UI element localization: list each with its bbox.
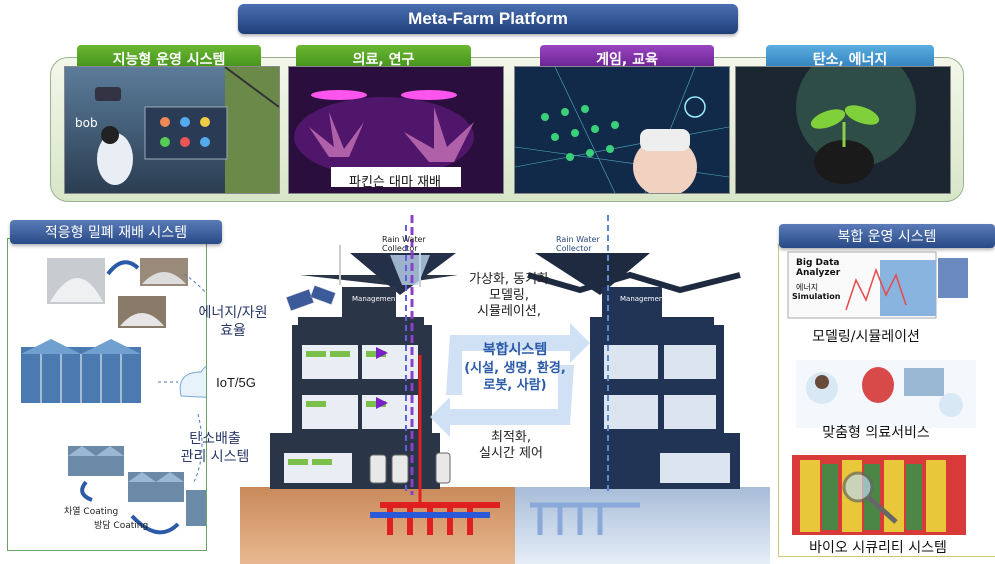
energy-sim-label-2: Simulation xyxy=(792,292,841,301)
energy-label-1: 에너지/자원 xyxy=(198,305,268,321)
tile-image-medical xyxy=(288,66,504,194)
coating-label-2: 방담 Coating xyxy=(94,521,149,531)
tile-caption-medical: 파킨슨 대마 재배 xyxy=(349,175,441,190)
coating-label-1: 차열 Coating xyxy=(64,507,119,517)
svg-text:bob: bob xyxy=(75,116,98,130)
text-simulation: 시뮬레이션, xyxy=(477,304,541,319)
complex-system-title: 복합시스템 xyxy=(482,342,548,358)
energy-label-2: 효율 xyxy=(220,323,246,339)
management-right: Management xyxy=(620,295,667,303)
big-data-label-1: Big Data xyxy=(796,258,840,268)
complex-system-detail-1: (시설, 생명, 환경, xyxy=(464,361,566,376)
right-item-medical: 맞춤형 의료서비스 xyxy=(822,425,930,441)
tile-image-carbon xyxy=(735,66,951,194)
complex-system-detail-2: 로봇, 사람) xyxy=(483,378,547,393)
right-section-illustration xyxy=(787,251,976,535)
right-item-modeling: 모델링/시뮬레이션 xyxy=(812,329,920,345)
platform-title: Meta-Farm Platform xyxy=(238,4,738,34)
carbon-label-2: 관리 시스템 xyxy=(180,449,250,465)
tile-image-intelligent: bob xyxy=(64,66,280,194)
energy-sim-label-1: 에너지 xyxy=(796,283,819,292)
left-section-header: 적응형 밀폐 재배 시스템 xyxy=(10,220,222,244)
carbon-label-1: 탄소배출 xyxy=(189,431,241,447)
management-left: Management xyxy=(352,295,399,303)
text-virtualization: 가상화, 동기화 xyxy=(468,272,550,287)
left-section-illustration xyxy=(21,258,206,535)
rain-collector-right: Rain Water Collector xyxy=(556,235,600,253)
text-modeling: 모델링, xyxy=(488,288,529,303)
tile-image-game xyxy=(514,66,730,194)
text-realtime-control: 실시간 제어 xyxy=(479,446,543,461)
big-data-label-2: Analyzer xyxy=(796,268,841,278)
rain-collector-left: Rain Water Collector xyxy=(382,235,426,253)
center-building-diagram xyxy=(240,215,770,564)
text-optimization: 최적화, xyxy=(490,430,531,445)
iot-label: IoT/5G xyxy=(216,375,256,390)
right-item-biosecurity: 바이오 시큐리티 시스템 xyxy=(809,540,947,556)
right-section-header: 복합 운영 시스템 xyxy=(779,224,995,248)
